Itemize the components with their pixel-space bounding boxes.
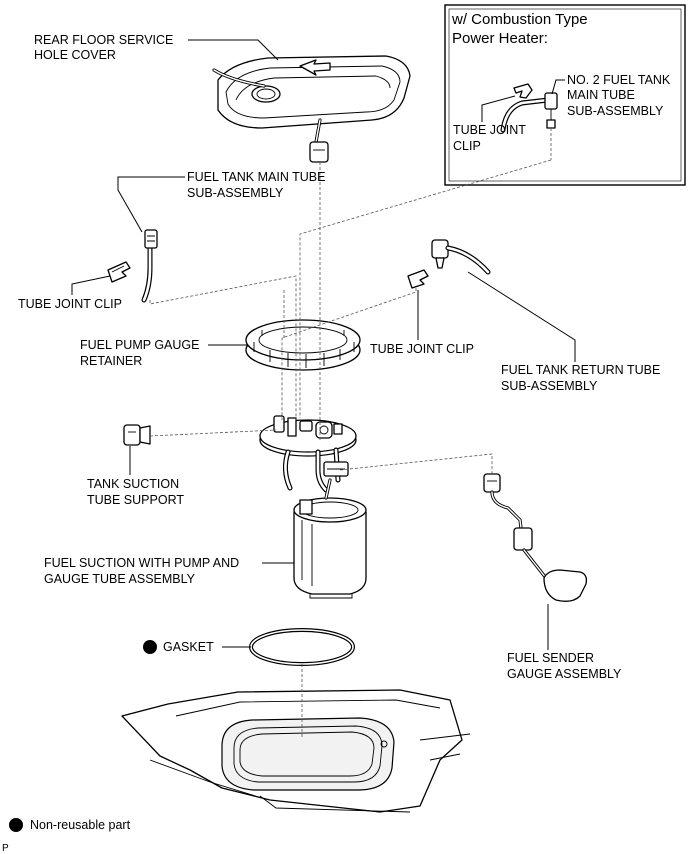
fuel-tank-return-tube	[431, 239, 491, 275]
cover-leader	[188, 39, 279, 61]
pump-assy-label-line2: GAUGE TUBE ASSEMBLY	[44, 572, 195, 586]
left-tube-joint-clip	[107, 261, 131, 283]
inset-tube-leader	[551, 79, 565, 95]
inset-title-line1: w/ Combustion Type	[452, 11, 588, 28]
cover-label-line1: REAR FLOOR SERVICE	[34, 33, 174, 47]
assembly-guide-lines	[149, 159, 552, 738]
fuel-suction-pump-assembly	[259, 415, 367, 599]
inset-tube-joint-clip	[513, 83, 533, 99]
sender-label-line2: GAUGE ASSEMBLY	[507, 667, 622, 681]
gasket-label: GASKET	[163, 640, 214, 654]
suction-support-label-line2: TUBE SUPPORT	[87, 493, 185, 507]
inset-clip-label-line2: CLIP	[453, 139, 481, 153]
main-tube-label-line2: SUB-ASSEMBLY	[187, 186, 284, 200]
sender-label-line1: FUEL SENDER	[507, 651, 595, 665]
inset-no2-main-tube	[500, 92, 558, 160]
right-clip-label: TUBE JOINT CLIP	[370, 342, 474, 356]
figure-code: P	[2, 843, 9, 854]
pump-assy-label-line1: FUEL SUCTION WITH PUMP AND	[44, 556, 240, 570]
vehicle-floor-panel	[121, 689, 471, 813]
rear-floor-service-hole-cover	[212, 55, 411, 163]
fuel-sender-gauge-assembly	[483, 473, 588, 602]
return-tube-label-line1: FUEL TANK RETURN TUBE	[501, 363, 661, 377]
suction-support-label-line1: TANK SUCTION	[87, 477, 180, 491]
left-clip-label: TUBE JOINT CLIP	[18, 297, 122, 311]
cover-label-line2: HOLE COVER	[34, 48, 116, 62]
tank-suction-tube-support	[123, 424, 151, 446]
gasket-ring	[249, 628, 355, 666]
gasket-nonreusable-mark	[143, 640, 157, 654]
main-tube-label-line1: FUEL TANK MAIN TUBE	[187, 170, 326, 184]
inset-clip-label-line1: TUBE JOINT	[453, 123, 526, 137]
main-tube-leader	[117, 176, 185, 233]
inset-no2-tube-label-line1: NO. 2 FUEL TANK	[567, 73, 671, 87]
retainer-label-line1: FUEL PUMP GAUGE	[80, 338, 200, 352]
inset-clip-leader	[481, 95, 516, 122]
right-tube-joint-clip	[407, 269, 429, 289]
inset-title-line2: Power Heater:	[452, 30, 548, 47]
left-clip-leader	[71, 275, 111, 295]
inset-no2-tube-label-line3: SUB-ASSEMBLY	[567, 104, 664, 118]
return-tube-leader	[467, 271, 576, 362]
legend-text: Non-reusable part	[30, 818, 131, 832]
fuel-pump-gauge-retainer	[245, 319, 361, 371]
inset-no2-tube-label-line2: MAIN TUBE	[567, 88, 635, 102]
retainer-label-line2: RETAINER	[80, 354, 143, 368]
return-tube-label-line2: SUB-ASSEMBLY	[501, 379, 598, 393]
legend-nonreusable-mark	[9, 818, 23, 832]
fuel-tank-main-tube	[141, 229, 158, 303]
inset-inner-frame	[448, 8, 682, 182]
inset-frame	[444, 4, 686, 186]
